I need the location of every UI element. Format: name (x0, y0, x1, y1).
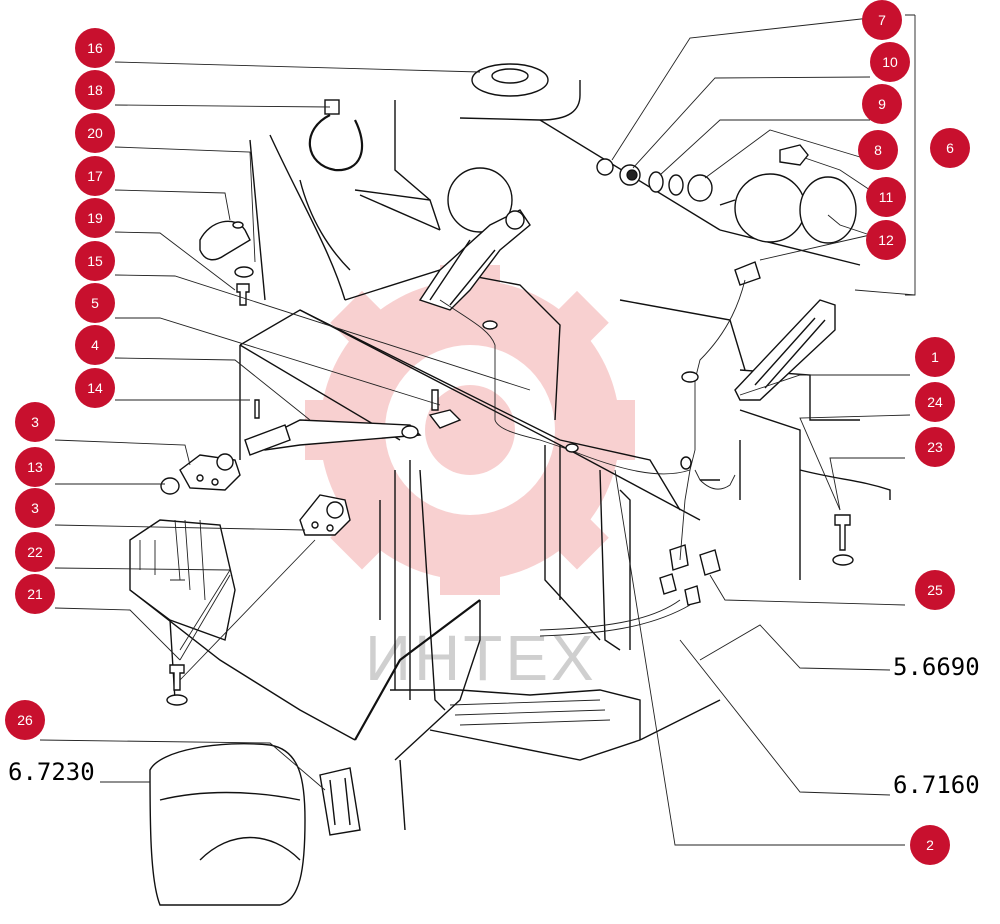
wiring-harness (439, 279, 746, 637)
bulb-part (779, 144, 809, 166)
small-bolt-part (431, 389, 439, 411)
svg-text:3: 3 (31, 414, 39, 430)
svg-text:4: 4 (91, 337, 99, 353)
svg-text:7: 7 (878, 12, 886, 28)
svg-text:3: 3 (31, 500, 39, 516)
small-pin-part (254, 399, 260, 419)
callout-19: 19 (75, 198, 115, 238)
bolt-lower-left-part (169, 664, 185, 691)
callout-17: 17 (75, 156, 115, 196)
svg-text:15: 15 (87, 253, 103, 269)
svg-text:13: 13 (27, 459, 43, 475)
bushing-part (160, 477, 180, 495)
drawing-number-6-7160: 6.7160 (893, 771, 980, 799)
svg-text:9: 9 (878, 96, 886, 112)
svg-text:2: 2 (926, 837, 934, 853)
headlamp-right-part (734, 173, 806, 243)
callout-15: 15 (75, 241, 115, 281)
pin-part (428, 409, 462, 429)
callout-24: 24 (915, 382, 955, 422)
leader-lines (39, 14, 916, 846)
callout-26: 26 (5, 700, 45, 740)
svg-text:16: 16 (87, 40, 103, 56)
svg-text:10: 10 (882, 54, 898, 70)
nut-part (596, 158, 614, 176)
svg-text:18: 18 (87, 82, 103, 98)
svg-text:5: 5 (91, 295, 99, 311)
callout-21: 21 (15, 574, 55, 614)
lamp-housing-part (687, 174, 713, 202)
callout-3-lower: 3 (15, 488, 55, 528)
svg-text:12: 12 (878, 232, 894, 248)
callout-2: 2 (910, 825, 950, 865)
callout-6: 6 (930, 128, 970, 168)
washer-part (234, 266, 254, 278)
callout-11: 11 (866, 177, 906, 217)
plug-connector-part (699, 549, 721, 576)
watermark-text: ИНТЕХ (365, 622, 597, 694)
clip-part (199, 220, 251, 261)
svg-text:26: 26 (17, 712, 33, 728)
mount-bracket-part (734, 299, 836, 401)
callout-22: 22 (15, 532, 55, 572)
bolt-right-part (834, 514, 851, 551)
bolt-part (236, 283, 250, 306)
svg-text:23: 23 (927, 439, 943, 455)
callout-16: 16 (75, 28, 115, 68)
cab-outline-drawing (129, 80, 891, 831)
callout-8: 8 (858, 130, 898, 170)
callout-12: 12 (866, 220, 906, 260)
headlamp-left-part (447, 167, 513, 233)
svg-text:19: 19 (87, 210, 103, 226)
callout-23: 23 (915, 427, 955, 467)
svg-text:22: 22 (27, 544, 43, 560)
svg-text:17: 17 (87, 168, 103, 184)
drawing-number-6-7230: 6.7230 (8, 758, 95, 786)
svg-text:21: 21 (27, 586, 43, 602)
callout-7: 7 (862, 0, 902, 40)
callout-5: 5 (75, 283, 115, 323)
svg-text:8: 8 (874, 142, 882, 158)
drawing-number-5-6690: 5.6690 (893, 653, 980, 681)
clamp-ring-part (308, 114, 364, 172)
connector-part (319, 767, 361, 836)
parts (149, 63, 857, 906)
svg-text:1: 1 (931, 349, 939, 365)
callout-10: 10 (870, 42, 910, 82)
svg-text:6: 6 (946, 140, 954, 156)
callout-13: 13 (15, 447, 55, 487)
cover-part (149, 743, 306, 906)
callout-25: 25 (915, 570, 955, 610)
svg-text:25: 25 (927, 582, 943, 598)
svg-text:11: 11 (879, 189, 894, 205)
callout-18: 18 (75, 70, 115, 110)
svg-text:24: 24 (927, 394, 943, 410)
callout-14: 14 (75, 368, 115, 408)
callout-20: 20 (75, 113, 115, 153)
svg-text:20: 20 (87, 125, 103, 141)
callout-1: 1 (915, 337, 955, 377)
callout-9: 9 (862, 84, 902, 124)
svg-text:14: 14 (87, 380, 103, 396)
callout-4: 4 (75, 325, 115, 365)
callout-3-upper: 3 (15, 402, 55, 442)
